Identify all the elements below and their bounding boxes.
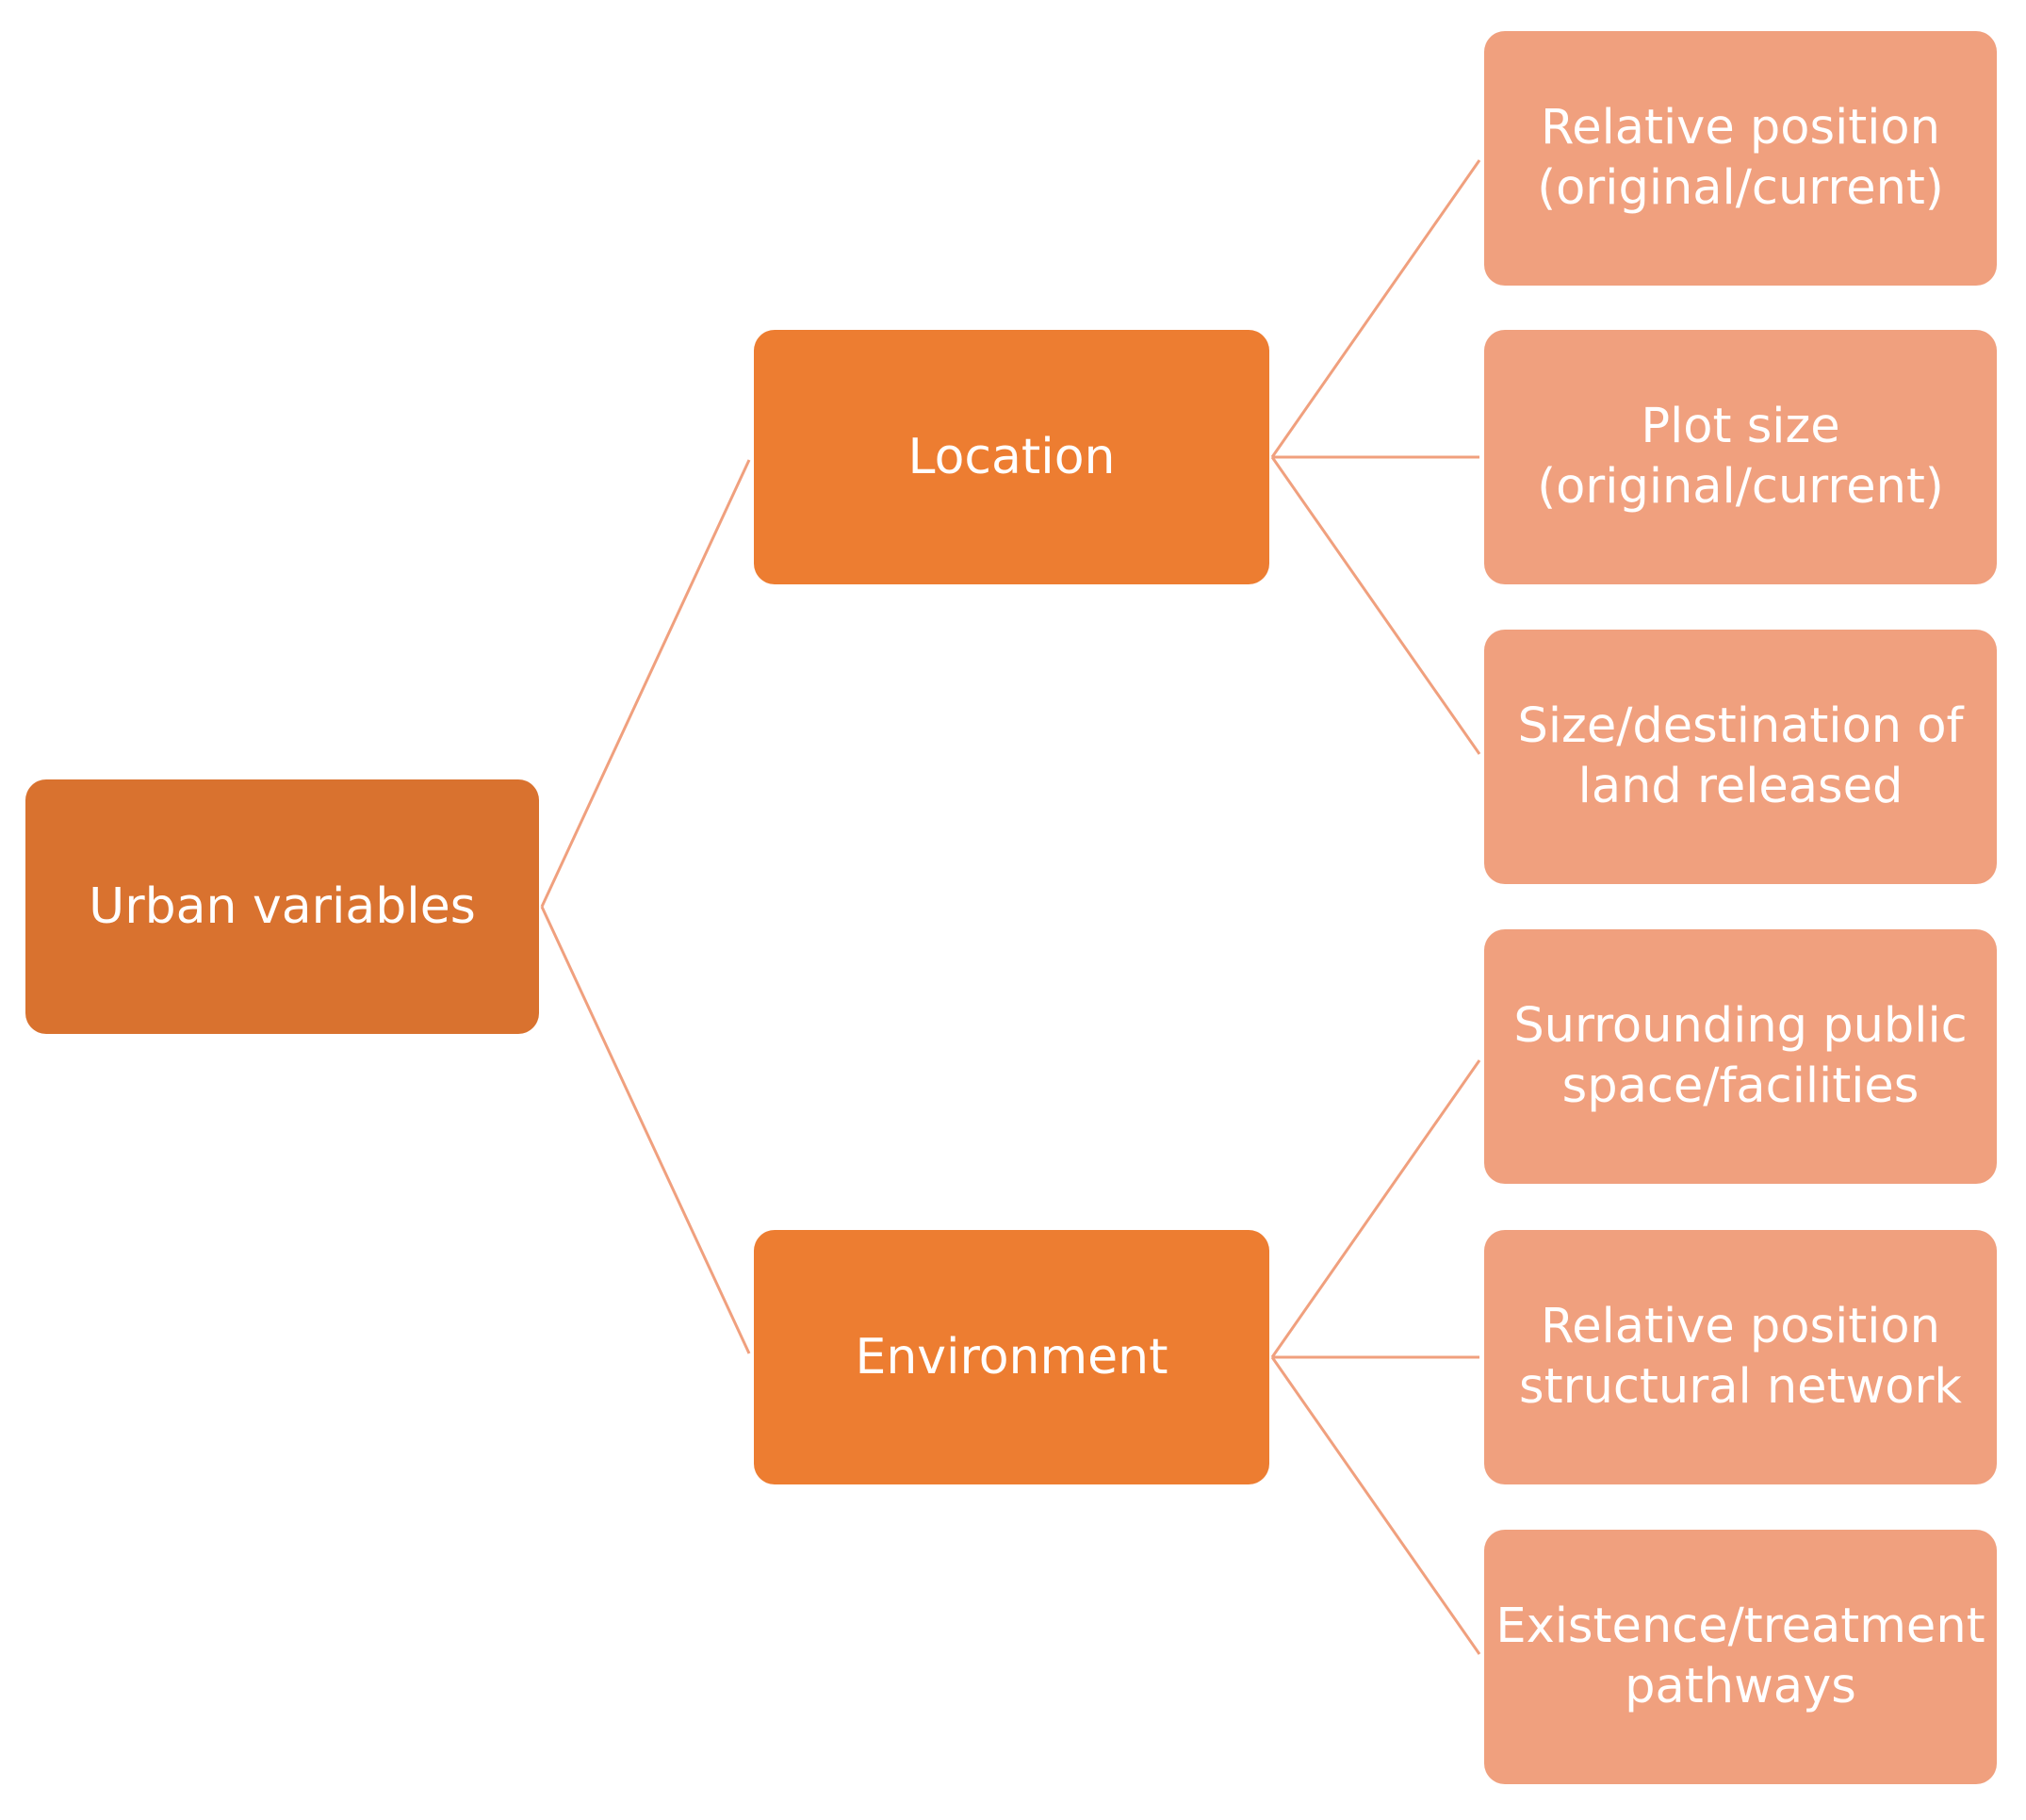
leaf-node-size-destination-land-released: Size/destination of land released <box>1484 630 1997 884</box>
leaf-node-label: Size/destination of land released <box>1517 698 1964 814</box>
connector-environment-leaf-3 <box>1270 1059 1481 1358</box>
leaf-node-existence-treatment-pathways: Existence/treatment pathways <box>1484 1530 1997 1784</box>
root-node-urban-variables: Urban variables <box>25 779 539 1034</box>
connector-root-environment <box>540 906 751 1354</box>
leaf-node-relative-position-original-current: Relative position (original/current) <box>1484 31 1997 286</box>
leaf-node-surrounding-public-space: Surrounding public space/facilities <box>1484 929 1997 1184</box>
branch-node-label: Environment <box>855 1328 1168 1385</box>
leaf-node-relative-position-structural-network: Relative position structural network <box>1484 1230 1997 1484</box>
connector-root-location <box>540 459 751 908</box>
leaf-node-label: Surrounding public space/facilities <box>1513 998 1968 1114</box>
leaf-node-plot-size: Plot size (original/current) <box>1484 330 1997 584</box>
root-node-label: Urban variables <box>89 877 476 935</box>
branch-node-label: Location <box>907 428 1116 485</box>
leaf-node-label: Existence/treatment pathways <box>1495 1599 1985 1714</box>
leaf-node-label: Plot size (original/current) <box>1537 399 1944 515</box>
branch-node-environment: Environment <box>754 1230 1269 1484</box>
connector-location-leaf-2 <box>1270 456 1481 755</box>
connector-location-leaf-0 <box>1270 159 1481 458</box>
leaf-node-label: Relative position structural network <box>1519 1299 1962 1415</box>
branch-node-location: Location <box>754 330 1269 584</box>
connector-environment-leaf-5 <box>1270 1356 1481 1655</box>
leaf-node-label: Relative position (original/current) <box>1537 100 1944 216</box>
